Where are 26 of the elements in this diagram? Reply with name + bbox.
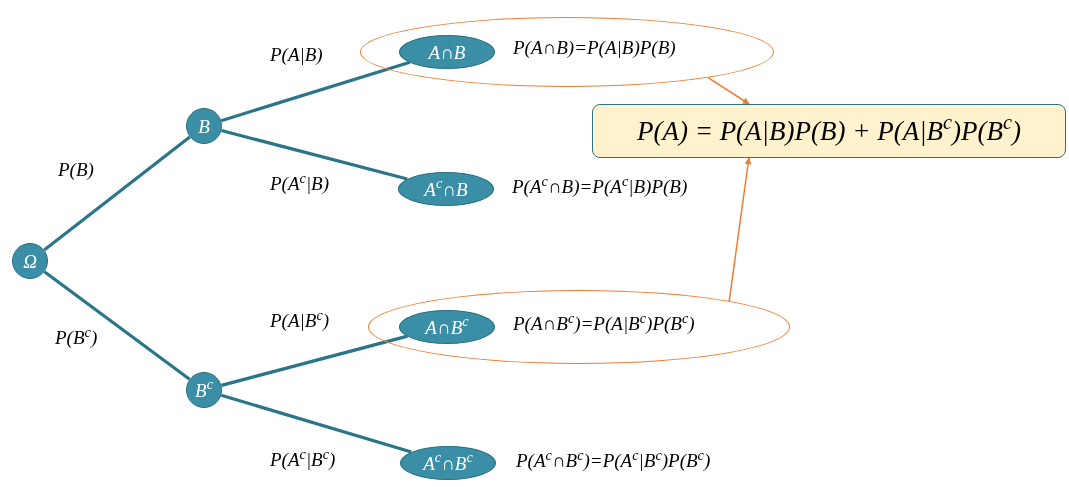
edge-label: P(A$^{c}$|B$^{c}$) bbox=[270, 450, 336, 469]
formula-text: P(A∩B)=P(A|B)P(B) bbox=[513, 38, 676, 57]
formula-text: P(A∩B$^{c}$)=P(A|B$^{c}$)P(B$^{c}$) bbox=[513, 314, 695, 333]
edge-label: P(B$^{c}$) bbox=[55, 328, 98, 347]
branch-line bbox=[221, 334, 408, 387]
event-circle: B bbox=[186, 108, 222, 144]
event-circle: Ω bbox=[12, 243, 48, 279]
event-ellipse: A∩B bbox=[399, 35, 495, 69]
edge-label: P(A|B$^{c}$) bbox=[270, 311, 330, 330]
branch-line bbox=[220, 393, 412, 454]
event-circle: B$^{c}$ bbox=[186, 372, 222, 408]
edge-label: P(A|B) bbox=[270, 45, 323, 64]
arrow bbox=[728, 157, 752, 302]
formula-text: P(A$^{c}$∩B$^{c}$)=P(A$^{c}$|B$^{c}$)P(B$^{c}$) bbox=[516, 451, 711, 470]
event-ellipse: A$^{c}$∩B bbox=[398, 172, 494, 206]
branch-line bbox=[43, 135, 191, 252]
branch-line bbox=[43, 270, 191, 381]
edge-label: P(A$^{c}$|B) bbox=[270, 174, 330, 193]
result-box: P(A) = P(A|B)P(B) + P(A|B$^{c}$)P(B$^{c}$) bbox=[592, 104, 1066, 158]
edge-label: P(B) bbox=[58, 160, 94, 179]
branch-line bbox=[220, 60, 411, 123]
branch-line bbox=[221, 129, 408, 181]
formula-text: P(A$^{c}$∩B)=P(A$^{c}$|B)P(B) bbox=[512, 177, 688, 196]
event-ellipse: A$^{c}$∩B$^{c}$ bbox=[400, 446, 496, 480]
event-ellipse: A∩B$^{c}$ bbox=[399, 310, 495, 344]
arrow bbox=[707, 76, 750, 105]
